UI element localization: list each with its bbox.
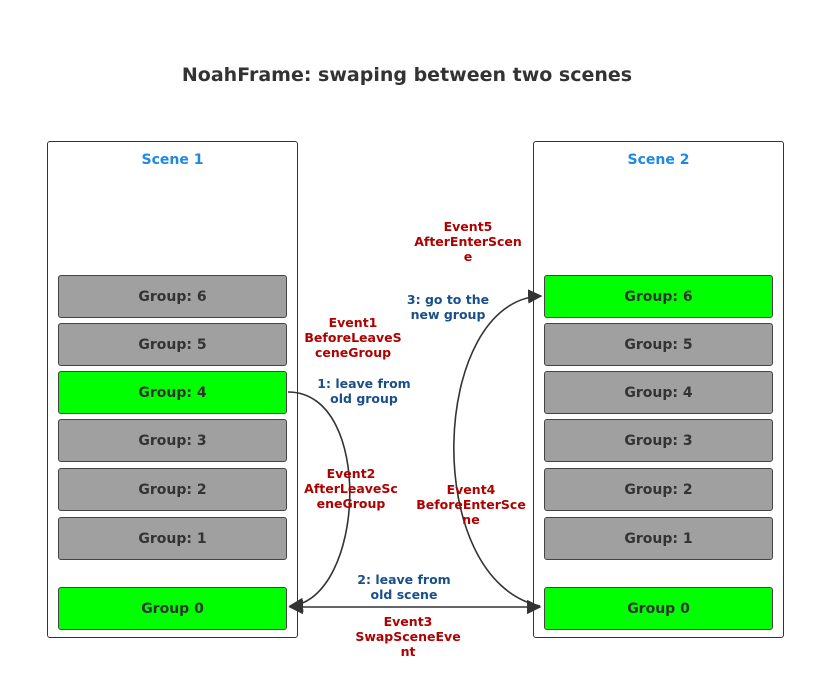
scene-1-group-box: Group: 5 xyxy=(58,323,287,366)
scene-1-group-box: Group: 1 xyxy=(58,517,287,560)
scene-1-label: Scene 1 xyxy=(141,152,204,168)
scene-2-group-box: Group: 4 xyxy=(544,371,773,414)
scene-2-group-box: Group: 5 xyxy=(544,323,773,366)
scene-2-group-box: Group: 3 xyxy=(544,419,773,462)
scene-2-label: Scene 2 xyxy=(627,152,690,168)
scene-2-group-0-box: Group 0 xyxy=(544,587,773,630)
scene-1-group-box: Group: 3 xyxy=(58,419,287,462)
scene-2-group-box: Group: 6 xyxy=(544,275,773,318)
scene-1-group-box: Group: 2 xyxy=(58,468,287,511)
arrow-leave-old-group xyxy=(287,391,351,613)
scene-1-group-box: Group: 4 xyxy=(58,371,287,414)
arrow-go-new-group xyxy=(453,289,543,607)
scene-2-group-box: Group: 2 xyxy=(544,468,773,511)
scene-2-group-box: Group: 1 xyxy=(544,517,773,560)
page-title: NoahFrame: swaping between two scenes xyxy=(181,64,633,86)
scene-1-group-0-box: Group 0 xyxy=(58,587,287,630)
scene-1-group-box: Group: 6 xyxy=(58,275,287,318)
